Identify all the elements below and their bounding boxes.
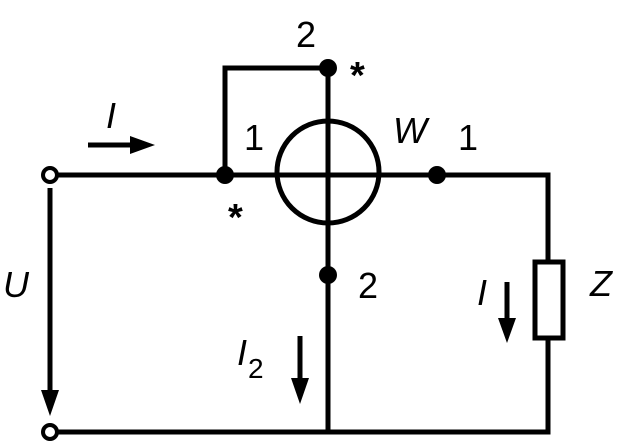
arrow-current-main-head: [130, 136, 155, 154]
terminal-label-current-in: 1: [244, 117, 264, 158]
terminal-bottom-left: [41, 423, 59, 441]
label-current-load: I: [477, 272, 487, 313]
label-current-voltage-coil-subscript: 2: [248, 353, 264, 384]
label-current-main: I: [106, 95, 116, 136]
label-load: Z: [589, 263, 613, 304]
junction-current-in: [216, 166, 234, 184]
load-impedance: [532, 259, 566, 341]
star-marker-left: *: [228, 197, 243, 239]
terminal-label-current-out: 1: [458, 117, 478, 158]
wire-voltage-coil-loop: [222, 65, 331, 178]
terminal-top-left: [41, 166, 59, 184]
terminal-label-voltage-bottom: 2: [358, 265, 378, 306]
arrow-load-current-head: [498, 318, 516, 343]
junction-voltage-bottom: [319, 266, 337, 284]
star-marker-top: *: [350, 55, 365, 97]
arrow-voltage-head: [41, 390, 59, 416]
label-wattmeter: W: [393, 110, 430, 151]
junction-current-out: [428, 166, 446, 184]
label-voltage: U: [3, 264, 30, 305]
label-current-voltage-coil: I: [237, 332, 247, 373]
wattmeter-symbol: [274, 118, 382, 226]
junction-top: [319, 59, 337, 77]
arrow-coil-current-head: [291, 378, 309, 404]
terminal-label-voltage-top: 2: [296, 14, 316, 55]
